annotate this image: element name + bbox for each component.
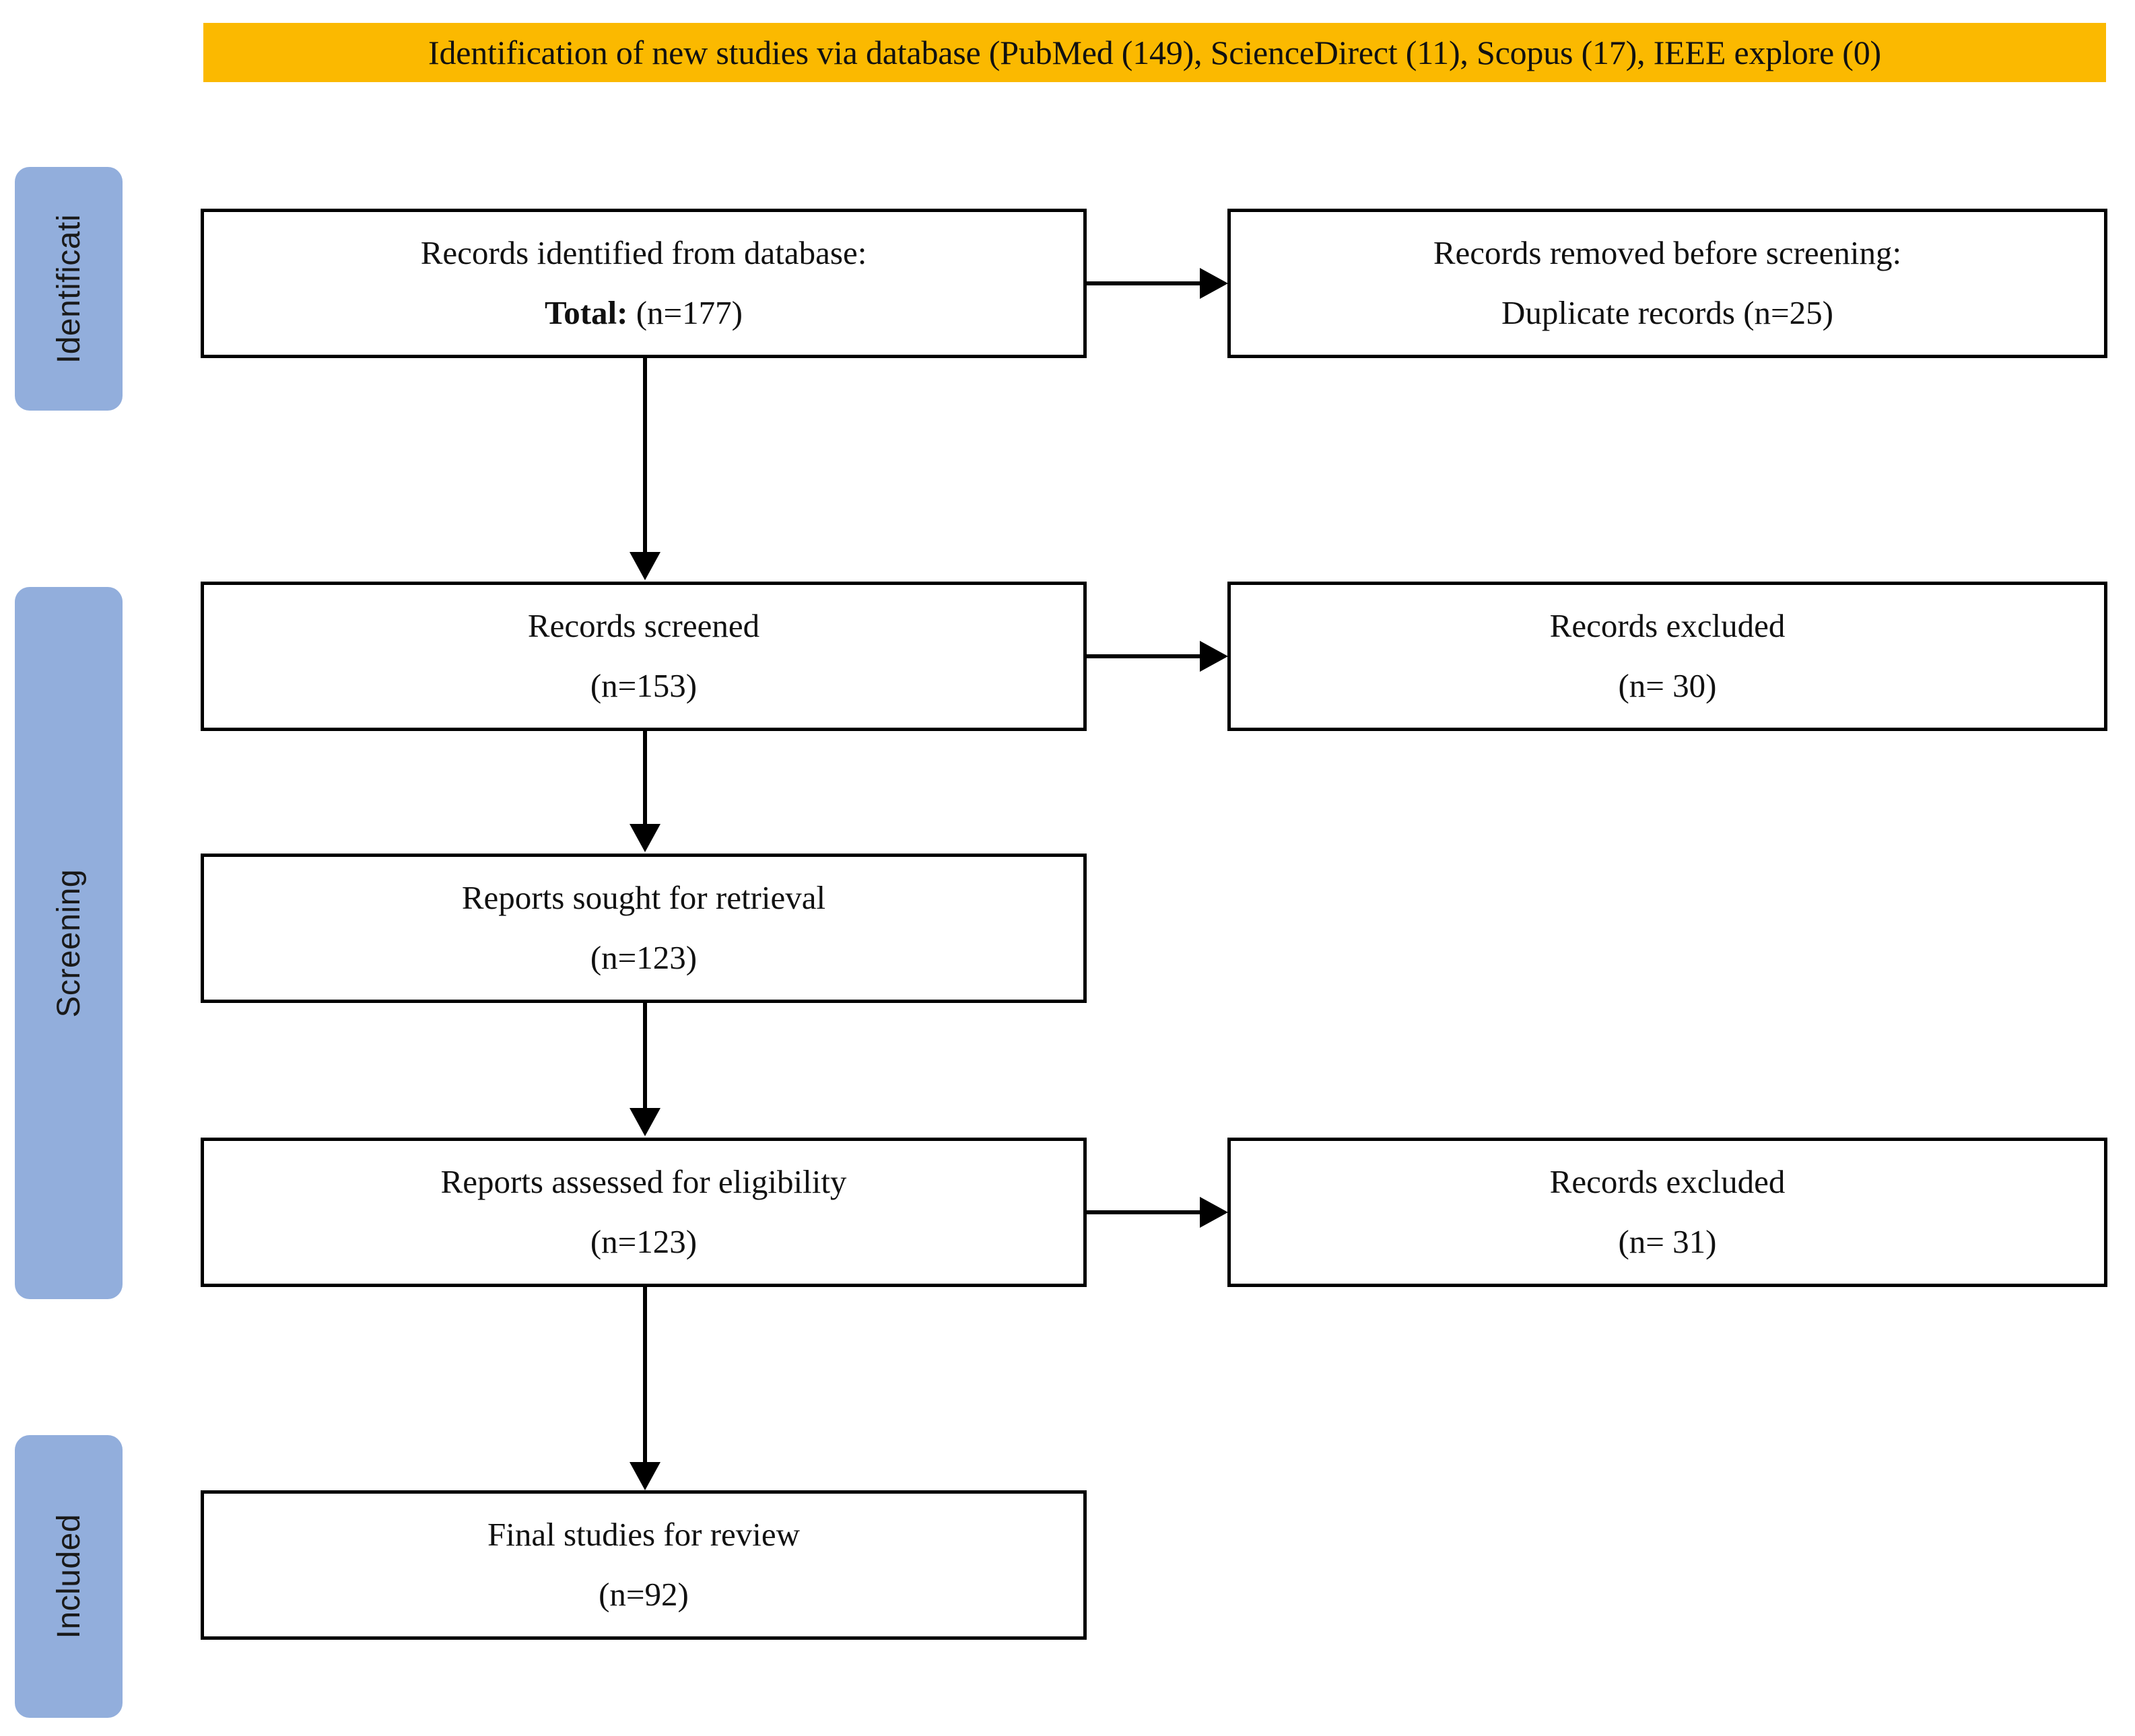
reports-sought-line-2: (n=123)	[590, 939, 698, 976]
connector-identified-to-removed-arrow	[1200, 268, 1228, 299]
connector-assessed-to-final-line	[643, 1287, 647, 1467]
stage-bar-identification: Identificati	[15, 167, 123, 411]
records-screened-line-1: Records screened	[527, 607, 760, 645]
connector-identified-to-removed-line	[1087, 281, 1200, 285]
connector-screened-to-excluded-line	[1087, 654, 1200, 658]
box-reports-assessed: Reports assessed for eligibility (n=123)	[201, 1138, 1087, 1287]
records-removed-line-2: Duplicate records (n=25)	[1501, 294, 1833, 331]
stage-label-identification: Identificati	[50, 213, 87, 364]
stage-bar-screening: Screening	[15, 587, 123, 1299]
records-identified-line-2: Total: (n=177)	[545, 294, 743, 332]
final-studies-line-1: Final studies for review	[487, 1516, 801, 1554]
connector-screened-to-sought-line	[643, 731, 647, 829]
connector-screened-to-excluded-arrow	[1200, 641, 1228, 672]
box-records-screened: Records screened (n=153)	[201, 582, 1087, 731]
box-final-studies: Final studies for review (n=92)	[201, 1490, 1087, 1640]
connector-sought-to-assessed-arrow	[630, 1108, 660, 1136]
connector-assessed-to-excluded-line	[1087, 1210, 1200, 1214]
connector-assessed-to-final-arrow	[630, 1462, 660, 1490]
connector-sought-to-assessed-line	[643, 1003, 647, 1113]
connector-assessed-to-excluded-arrow	[1200, 1197, 1228, 1228]
records-screened-line-2: (n=153)	[590, 667, 698, 704]
box-records-excluded-eligibility: Records excluded (n= 31)	[1227, 1138, 2107, 1287]
connector-identified-to-screened-line	[643, 358, 647, 557]
records-excluded-screening-line-2: (n= 30)	[1618, 667, 1717, 704]
stage-bar-included: Included	[15, 1435, 123, 1718]
reports-assessed-line-1: Reports assessed for eligibility	[440, 1163, 847, 1201]
records-identified-line-1: Records identified from database:	[420, 234, 867, 272]
records-removed-line-1: Records removed before screening:	[1433, 234, 1902, 272]
records-identified-total-value: (n=177)	[628, 294, 743, 331]
box-records-excluded-screening: Records excluded (n= 30)	[1227, 582, 2107, 731]
records-identified-total-label: Total:	[545, 294, 628, 331]
records-excluded-eligibility-line-2: (n= 31)	[1618, 1223, 1717, 1260]
final-studies-line-2: (n=92)	[599, 1576, 689, 1613]
connector-identified-to-screened-arrow	[630, 552, 660, 580]
stage-label-included: Included	[50, 1514, 87, 1639]
records-excluded-screening-line-1: Records excluded	[1549, 607, 1786, 645]
box-records-identified: Records identified from database: Total:…	[201, 209, 1087, 358]
banner-text: Identification of new studies via databa…	[428, 33, 1881, 71]
stage-label-screening: Screening	[50, 868, 87, 1018]
records-excluded-eligibility-line-1: Records excluded	[1549, 1163, 1786, 1201]
identification-banner: Identification of new studies via databa…	[203, 23, 2106, 82]
reports-assessed-line-2: (n=123)	[590, 1223, 698, 1260]
connector-screened-to-sought-arrow	[630, 824, 660, 852]
box-records-removed: Records removed before screening: Duplic…	[1227, 209, 2107, 358]
box-reports-sought: Reports sought for retrieval (n=123)	[201, 854, 1087, 1003]
reports-sought-line-1: Reports sought for retrieval	[461, 879, 826, 917]
